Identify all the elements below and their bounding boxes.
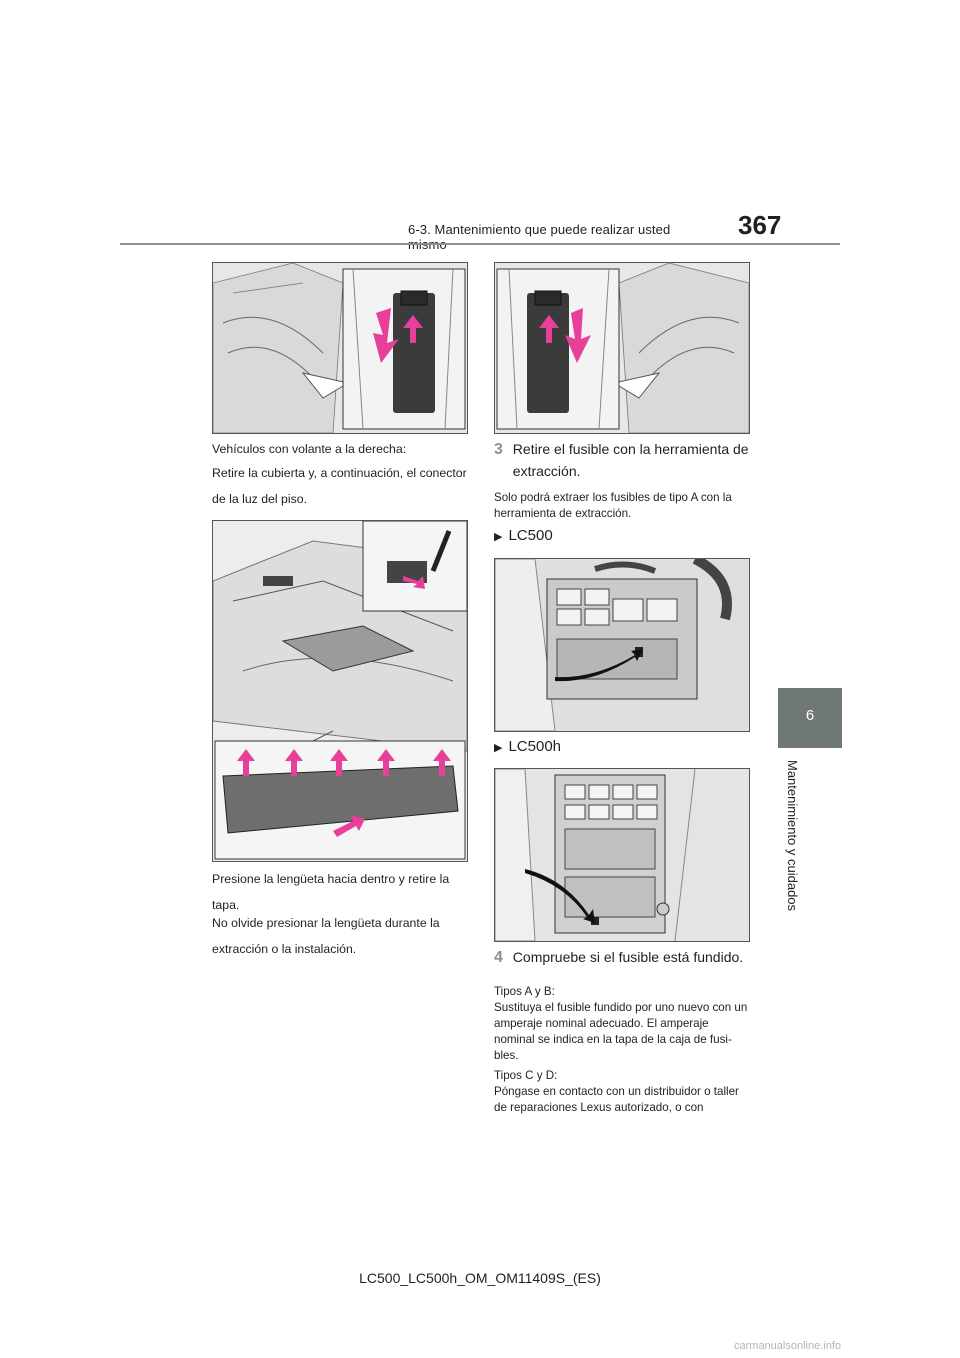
- figure-fusebox-lc500h: [494, 768, 750, 942]
- step-3-number: 3: [494, 441, 503, 458]
- chapter-label-text: Mantenimiento y cuidados: [785, 760, 800, 912]
- variant-lc500-label: LC500: [508, 527, 553, 544]
- figure-fusebox-lc500: [494, 558, 750, 732]
- types-cd-label: Tipos C y D:: [494, 1069, 558, 1082]
- arrow-down-icon: [565, 308, 591, 363]
- document-code: LC500_LC500h_OM_OM11409S_(ES): [359, 1270, 601, 1286]
- figure-console-cover-right: [494, 262, 750, 434]
- triangle-right-icon: ▶: [494, 531, 503, 543]
- tab-instruction: Presione la lengüeta hacia dentro y reti…: [212, 872, 450, 912]
- step-3: 3 Retire el fusible con la herramienta d…: [494, 438, 752, 482]
- step-3-text: Retire el fusible con la herramienta de …: [512, 441, 749, 479]
- header-divider: [120, 243, 840, 245]
- arrow-up-icon: [285, 749, 303, 776]
- arrow-up-icon: [403, 315, 423, 343]
- step-4: 4 Compruebe si el fusible está fundido.: [494, 946, 754, 969]
- rhd-heading: Vehículos con volante a la derecha:: [212, 442, 407, 456]
- triangle-right-icon: ▶: [494, 742, 503, 754]
- figure-dashboard-tab: [212, 520, 468, 862]
- arrow-up-icon: [330, 749, 348, 776]
- pointer-arrow-icon: [525, 869, 595, 923]
- arrow-up-icon: [433, 749, 451, 776]
- step-4-number: 4: [494, 949, 503, 966]
- page-number: 367: [738, 210, 782, 240]
- types-ab-text: Sustituya el fusible fundido por uno nue…: [494, 1001, 748, 1062]
- types-ab-label: Tipos A y B:: [494, 985, 555, 998]
- arrow-diagonal-icon: [333, 815, 365, 837]
- step-4-text: Compruebe si el fusible está fundido.: [512, 949, 744, 965]
- variant-lc500: ▶ LC500: [494, 527, 553, 544]
- chapter-label: Mantenimiento y cuidados: [776, 760, 806, 1010]
- section-title: 6-3. Mantenimiento que puede realizar us…: [408, 222, 671, 252]
- chapter-tab: 6: [778, 688, 842, 748]
- arrow-up-icon: [539, 315, 559, 343]
- types-cd-text: Póngase en contacto con un distribuidor …: [494, 1085, 739, 1114]
- arrow-up-icon: [377, 749, 395, 776]
- watermark: carmanualsonline.info: [734, 1340, 842, 1352]
- figure-console-cover-left: [212, 262, 468, 434]
- variant-lc500h: ▶ LC500h: [494, 738, 561, 755]
- arrow-right-icon: [403, 576, 425, 589]
- pointer-arrow-icon: [555, 649, 643, 682]
- variant-lc500h-label: LC500h: [508, 738, 562, 755]
- arrow-down-icon: [373, 308, 399, 363]
- arrow-up-icon: [237, 749, 255, 776]
- tab-note: No olvide presionar la lengüeta durante …: [212, 916, 440, 956]
- step-3-note: Solo podrá extraer los fusibles de tipo …: [494, 491, 732, 520]
- rhd-instruction: Retire la cubierta y, a continuación, el…: [212, 466, 467, 506]
